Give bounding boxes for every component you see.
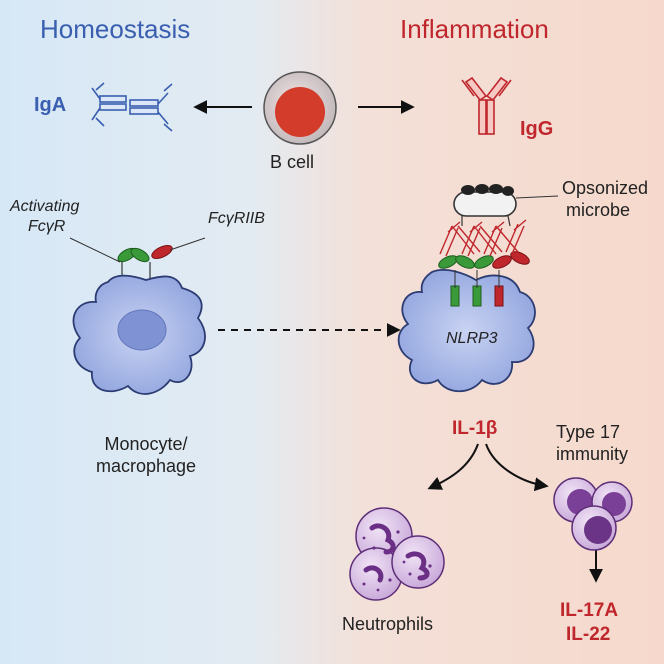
homeostasis-header: Homeostasis bbox=[40, 14, 191, 44]
il1b-label: IL-1β bbox=[452, 418, 498, 439]
immunity-label: immunity bbox=[556, 444, 629, 464]
inflammation-header: Inflammation bbox=[400, 14, 549, 44]
type17-lymphocytes-icon bbox=[553, 477, 633, 551]
b-cell-label: B cell bbox=[270, 152, 315, 172]
b-cell-icon bbox=[263, 71, 337, 145]
il17a-label: IL-17A bbox=[560, 600, 619, 621]
iga-dimer-icon bbox=[91, 82, 173, 132]
opsonized-microbe-icon bbox=[453, 184, 559, 227]
iga-label: IgA bbox=[34, 94, 67, 116]
fcgriib-label: FcγRIIB bbox=[208, 210, 265, 227]
type17-label: Type 17 bbox=[556, 422, 621, 442]
igg-icon bbox=[461, 76, 512, 135]
arrow-to-type17 bbox=[485, 443, 549, 492]
arrow-to-neutrophils bbox=[427, 443, 479, 490]
neutrophils-label: Neutrophils bbox=[342, 614, 434, 634]
neutrophils-icon bbox=[349, 507, 445, 601]
monocyte-label: Monocyte/ bbox=[104, 434, 188, 454]
receptor-lattice-icon bbox=[438, 219, 530, 307]
microbe-label: microbe bbox=[566, 200, 631, 220]
fcgr-label: FcγR bbox=[28, 218, 66, 235]
igg-label: IgG bbox=[520, 118, 554, 140]
nucleus bbox=[117, 309, 167, 351]
opsonized-label: Opsonized bbox=[562, 178, 649, 198]
macrophage-label: macrophage bbox=[95, 456, 197, 476]
nlrp3-label: NLRP3 bbox=[446, 330, 498, 347]
activating-label: Activating bbox=[10, 198, 80, 215]
il22-label: IL-22 bbox=[566, 624, 611, 645]
